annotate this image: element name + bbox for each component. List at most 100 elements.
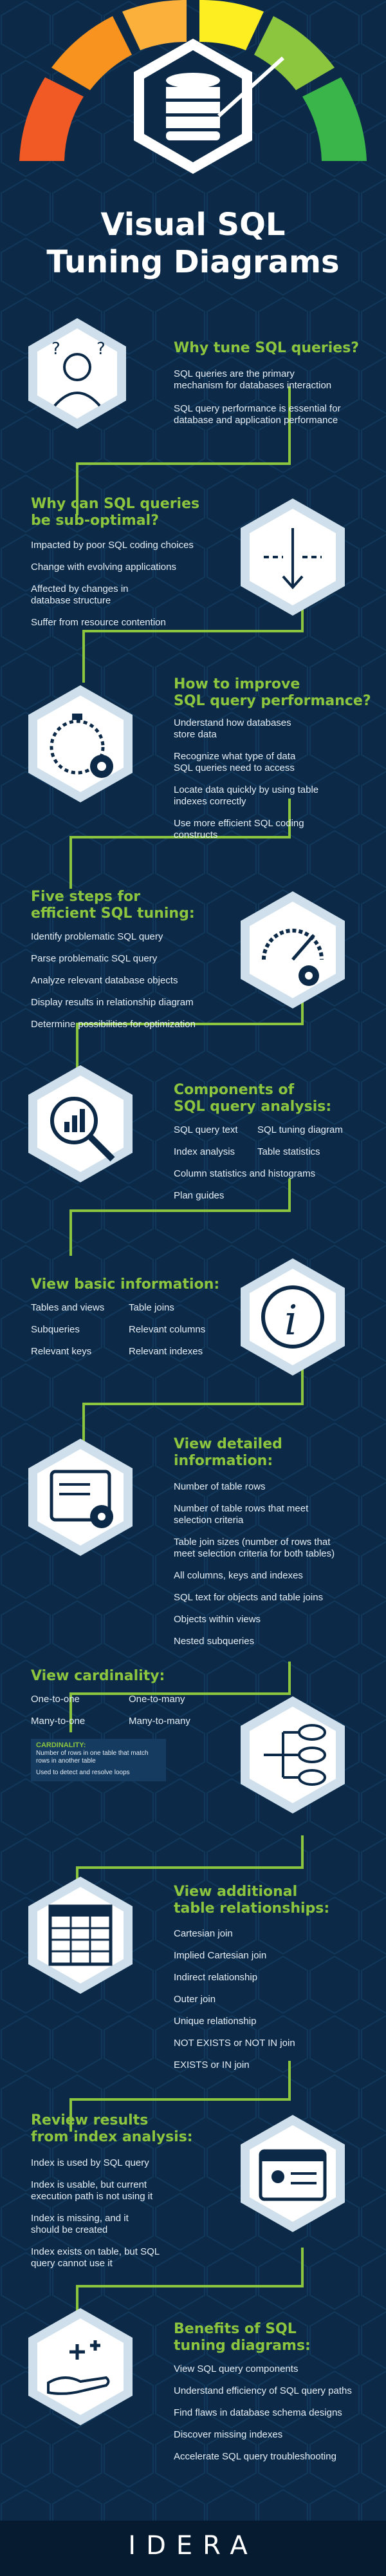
section-9-item: Cartesian join — [174, 1928, 233, 1939]
section-6-item: Relevant columns — [129, 1324, 206, 1335]
section-10-item: Index is usable, but current — [31, 2179, 147, 2190]
section-8-item: Many-to-one — [31, 1716, 86, 1727]
section-7-heading-line-2: information: — [174, 1453, 273, 1469]
section-6-item: Relevant keys — [31, 1346, 92, 1357]
section-4-item: Display results in relationship diagram — [31, 997, 194, 1008]
svg-text:?: ? — [96, 339, 106, 359]
section-10-item: Index is used by SQL query — [31, 2157, 149, 2168]
table-grid-icon — [26, 1874, 135, 2000]
cardinality-note-line: Used to detect and resolve loops — [36, 1769, 130, 1776]
svg-text:?: ? — [51, 339, 60, 359]
section-11-heading-line-2: tuning diagrams: — [174, 2338, 311, 2354]
section-5-item: Table statistics — [257, 1146, 320, 1157]
section-8-item: One-to-many — [129, 1694, 185, 1705]
section-11-item: Understand efficiency of SQL query paths — [174, 2385, 352, 2396]
section-6-item: Subqueries — [31, 1324, 80, 1335]
section-3-item: Use more efficient SQL coding — [174, 818, 304, 829]
section-2-heading-line-2: be sub-optimal? — [31, 513, 159, 529]
section-6-heading: View basic information: — [31, 1276, 220, 1293]
section-9-item: Indirect relationship — [174, 1972, 258, 1983]
section-9-heading-line-1: View additional — [174, 1884, 298, 1900]
section-10-item: Index is missing, and it — [31, 2213, 129, 2224]
section-3-heading-line-2: SQL query performance? — [174, 693, 371, 709]
section-2-item: Suffer from resource contention — [31, 617, 166, 628]
stopwatch-gear-icon — [26, 683, 135, 808]
section-10-heading-line-1: Review results — [31, 2112, 149, 2128]
section-11-item: View SQL query components — [174, 2363, 299, 2374]
section-11-heading-line-1: Benefits of SQL — [174, 2321, 297, 2337]
footer-bar — [0, 2521, 386, 2576]
cardinality-note-line: Number of rows in one table that match — [36, 1750, 149, 1757]
cardinality-note-line: rows in another table — [36, 1757, 96, 1765]
id-card-icon — [238, 2112, 347, 2238]
section-3-item: Understand how databases — [174, 717, 291, 728]
section-7-item: Number of table rows — [174, 1481, 266, 1492]
cardinality-note-box — [31, 1739, 166, 1781]
info-icon: i — [238, 1256, 347, 1381]
page-title-line-2: Tuning Diagrams — [46, 244, 340, 280]
section-10-item: execution path is not using it — [31, 2191, 153, 2202]
section-1-item: SQL queries are the primary — [174, 368, 295, 379]
section-3-item: Recognize what type of data — [174, 751, 296, 762]
cardinality-note-label: CARDINALITY: — [36, 1741, 86, 1749]
gauge-gear-icon — [238, 889, 347, 1014]
section-6-item: Tables and views — [31, 1302, 105, 1313]
section-9-item: Outer join — [174, 1994, 216, 2005]
section-2-item: Change with evolving applications — [31, 562, 176, 573]
section-3-heading-line-1: How to improve — [174, 676, 300, 692]
section-7-item: All columns, keys and indexes — [174, 1570, 303, 1581]
section-3-item: constructs — [174, 829, 218, 840]
section-2-item: Impacted by poor SQL coding choices — [31, 540, 194, 551]
section-7-item: Number of table rows that meet — [174, 1503, 309, 1514]
path-arrow-icon — [238, 496, 347, 621]
section-11-item: Discover missing indexes — [174, 2429, 283, 2440]
section-9-item: NOT EXISTS or NOT IN join — [174, 2038, 295, 2049]
section-5-heading-line-2: SQL query analysis: — [174, 1099, 332, 1115]
section-11-item: Accelerate SQL query troubleshooting — [174, 2451, 336, 2462]
svg-text:i: i — [284, 1297, 297, 1345]
database-icon — [166, 73, 220, 140]
section-8-heading: View cardinality: — [31, 1668, 165, 1684]
document-eye-icon — [26, 1436, 135, 1562]
idera-logo: IDERA — [128, 2531, 258, 2561]
section-11-item: Find flaws in database schema designs — [174, 2407, 342, 2418]
section-2-heading-line-1: Why can SQL queries — [31, 496, 200, 512]
section-4-heading-line-1: Five steps for — [31, 889, 141, 905]
section-4-item: Determine possibilities for optimization — [31, 1019, 196, 1030]
section-9-item: Implied Cartesian join — [174, 1950, 267, 1961]
section-5-item: Column statistics and histograms — [174, 1168, 316, 1179]
section-1-item: mechanism for databases interaction — [174, 380, 332, 391]
section-2-item: Affected by changes in — [31, 583, 129, 594]
section-4-item: Identify problematic SQL query — [31, 931, 163, 942]
page-title-line-1: Visual SQL — [100, 207, 286, 243]
section-9-heading-line-2: table relationships: — [174, 1900, 330, 1917]
section-10-item: Index exists on table, but SQL — [31, 2246, 160, 2257]
section-4-item: Parse problematic SQL query — [31, 953, 158, 964]
section-10-item: should be created — [31, 2224, 108, 2235]
section-6-item: Table joins — [129, 1302, 174, 1313]
section-7-item: Objects within views — [174, 1614, 261, 1625]
section-5-item: Index analysis — [174, 1146, 235, 1157]
section-1-heading: Why tune SQL queries? — [174, 340, 360, 356]
hand-plus-icon — [26, 2306, 135, 2431]
section-6-item: Relevant indexes — [129, 1346, 203, 1357]
section-1-item: database and application performance — [174, 415, 338, 426]
questioning-person-icon: ? ? — [26, 316, 129, 435]
section-9-item: EXISTS or IN join — [174, 2060, 250, 2070]
section-4-heading-line-2: efficient SQL tuning: — [31, 905, 195, 922]
section-3-item: store data — [174, 729, 217, 740]
section-8-item: One-to-one — [31, 1694, 80, 1705]
section-2-item: database structure — [31, 595, 111, 606]
section-1-item: SQL query performance is essential for — [174, 403, 341, 414]
section-5-item: Plan guides — [174, 1190, 225, 1201]
section-7-item: Nested subqueries — [174, 1636, 255, 1647]
section-9-item: Unique relationship — [174, 2016, 257, 2027]
section-7-heading-line-1: View detailed — [174, 1436, 282, 1452]
chart-magnifier-icon — [26, 1063, 135, 1188]
gauge-header-graphic — [19, 0, 367, 174]
section-3-item: Locate data quickly by using table — [174, 784, 319, 795]
section-5-item: SQL query text — [174, 1124, 238, 1135]
section-10-item: query cannot use it — [31, 2258, 113, 2269]
section-7-item: selection criteria — [174, 1515, 244, 1526]
section-7-item: Table join sizes (number of rows that — [174, 1537, 331, 1548]
